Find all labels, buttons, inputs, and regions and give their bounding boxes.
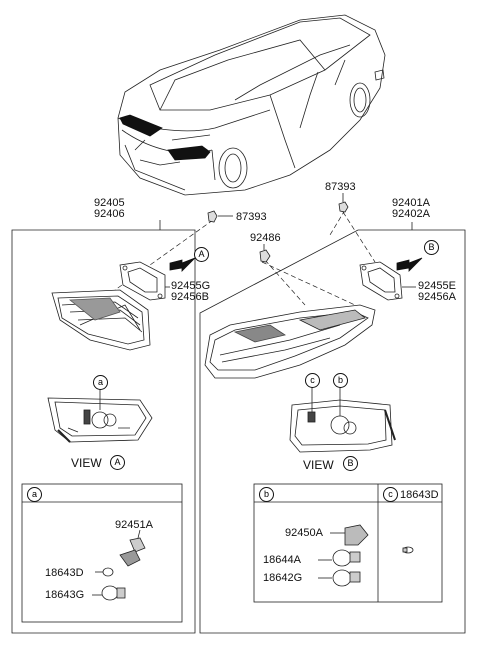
clip-nut-top <box>338 193 349 213</box>
detail-c-tag: c <box>383 487 398 502</box>
right-header-part-1: 92401A <box>392 197 430 209</box>
socket-92451A-drawing <box>119 529 146 567</box>
right-gasket-label-1: 92455E <box>418 280 456 292</box>
detail-c-part-label: 18643D <box>400 489 439 501</box>
right-outer-lamp <box>204 304 376 379</box>
right-gasket-label-2: 92456A <box>418 291 456 303</box>
bulb-18644A-label: 18644A <box>263 554 301 566</box>
callout-a: a <box>93 375 108 390</box>
socket-92450A-label: 92450A <box>285 527 323 539</box>
view-b-letter: B <box>343 456 358 471</box>
callout-b: b <box>333 373 348 388</box>
detail-a-tag: a <box>27 487 42 502</box>
detail-b-tag: b <box>259 487 274 502</box>
detail-bc-frame <box>253 483 443 603</box>
bulb-small-drawing <box>95 567 114 577</box>
view-b-word: VIEW <box>303 458 334 472</box>
detail-a-frame <box>21 483 183 623</box>
arrow-right <box>396 257 423 272</box>
top-clip-label: 87393 <box>325 181 356 193</box>
left-clip-label: 87393 <box>236 211 267 223</box>
view-a-word: VIEW <box>71 456 102 470</box>
right-assembly-frame <box>199 229 466 634</box>
left-inner-lamp <box>51 289 151 351</box>
left-gasket-label-2: 92456B <box>171 291 209 303</box>
bulb-large-drawing <box>92 585 126 601</box>
view-a-letter: A <box>110 455 125 470</box>
arrow-left <box>169 257 196 272</box>
bulb-18643D-label: 18643D <box>45 567 84 579</box>
clip-92486 <box>259 244 271 263</box>
left-header-part-1: 92405 <box>94 197 125 209</box>
bulb-18642G-drawing <box>318 569 361 587</box>
right-lamp-rear-view <box>289 390 396 453</box>
bulb-18644A-drawing <box>318 549 361 567</box>
left-header-part-2: 92406 <box>94 208 125 220</box>
right-header-part-2: 92402A <box>392 208 430 220</box>
center-clip-label: 92486 <box>250 232 281 244</box>
bulb-18643G-label: 18643G <box>45 589 85 601</box>
car-illustration <box>117 14 386 196</box>
left-gasket-label-1: 92455G <box>171 280 211 292</box>
callout-c: c <box>305 373 320 388</box>
clip-nut-left <box>207 210 233 223</box>
bulb-18642G-label: 18642G <box>263 572 303 584</box>
socket-92450A-drawing <box>330 524 369 546</box>
right-gasket <box>359 261 416 301</box>
arrow-right-letter: B <box>424 240 439 255</box>
left-gasket <box>119 261 170 301</box>
left-lamp-rear-view <box>47 390 153 443</box>
arrow-left-letter: A <box>194 247 209 262</box>
bulb-18643D-c-drawing <box>402 546 414 554</box>
socket-92451A-label: 92451A <box>115 519 153 531</box>
left-assembly-frame <box>11 229 196 634</box>
